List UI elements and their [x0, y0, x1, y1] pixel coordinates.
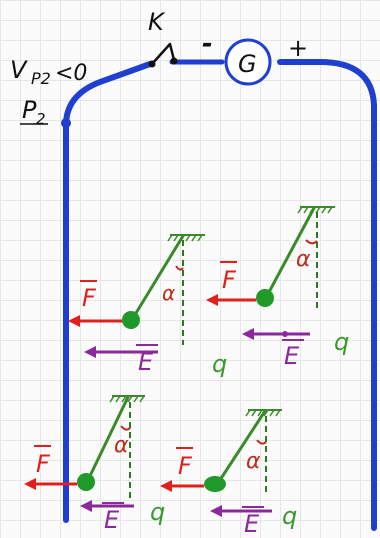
- potential-label: V P2 <0: [10, 56, 87, 88]
- force-label-4: F: [178, 452, 193, 480]
- svg-text:P: P: [22, 96, 37, 124]
- charge-label-4: q: [282, 502, 297, 530]
- charge-label-1: q: [212, 350, 227, 378]
- plate-p2-node: [61, 118, 71, 128]
- field-label-1: E: [138, 348, 154, 376]
- pendulum-1: [68, 234, 205, 358]
- angle-label-1: α: [162, 281, 175, 305]
- angle-label-4: α: [246, 449, 261, 474]
- svg-text:2: 2: [36, 110, 46, 128]
- pendulum-2: [206, 206, 335, 340]
- angle-label-3: α: [114, 433, 129, 458]
- switch-k: [148, 42, 178, 68]
- svg-text:V: V: [10, 56, 28, 84]
- left-plate-p2: [63, 61, 153, 523]
- field-label-3: E: [104, 506, 120, 534]
- galvanometer: [224, 38, 272, 86]
- charge-label-3: q: [150, 498, 165, 526]
- plate-label: P 2: [20, 96, 48, 128]
- field-label-2: E: [284, 342, 300, 370]
- galvanometer-minus: -: [202, 29, 213, 59]
- switch-label: K: [148, 8, 166, 36]
- angle-label-2: α: [296, 247, 311, 272]
- force-label-3: F: [36, 450, 51, 478]
- charge-label-2: q: [334, 328, 349, 356]
- force-label-1: F: [82, 284, 97, 312]
- pendulum-3: [24, 395, 145, 512]
- svg-text:P2: P2: [31, 69, 51, 88]
- pendulum-4: [160, 409, 282, 517]
- svg-text:<0: <0: [55, 61, 87, 86]
- right-plate-wire: [277, 59, 377, 531]
- force-label-2: F: [222, 266, 237, 294]
- galvanometer-plus: +: [288, 34, 308, 62]
- galvanometer-label: G: [238, 50, 257, 78]
- field-label-4: E: [244, 510, 260, 538]
